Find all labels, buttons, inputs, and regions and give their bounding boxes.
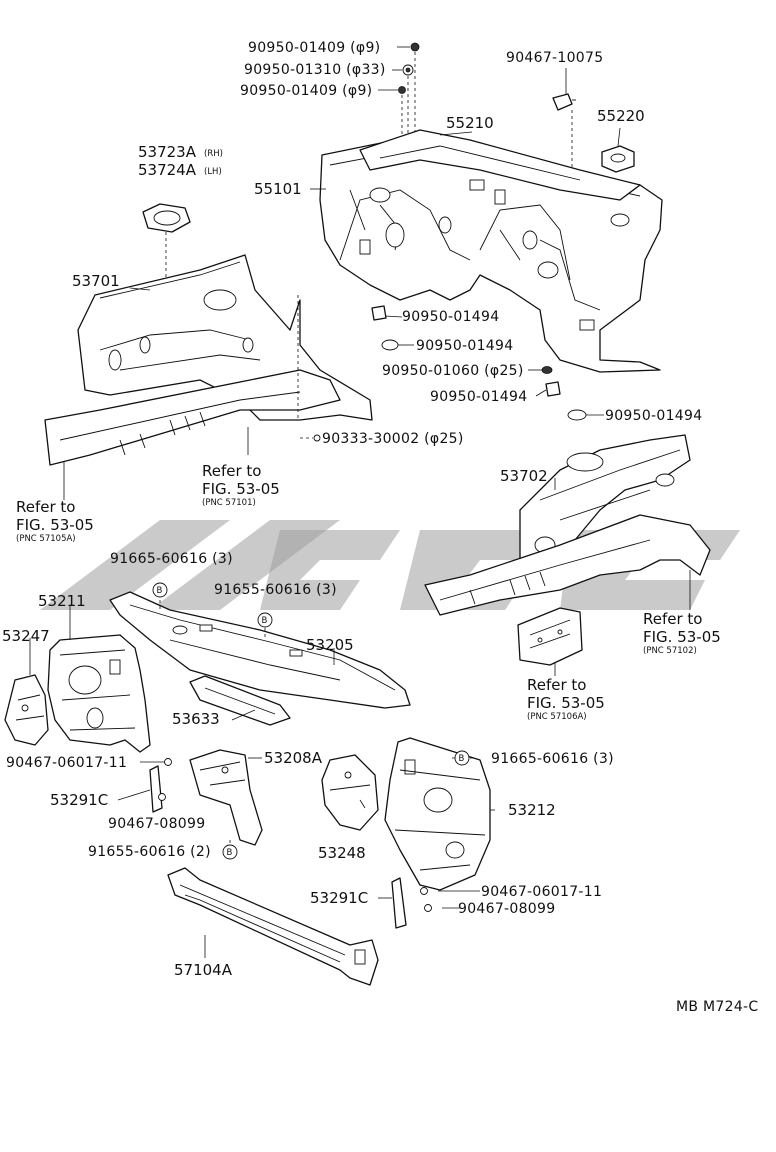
label-53205: 53205 — [306, 636, 354, 654]
ref-57101-line2: FIG. 53-05 — [202, 480, 280, 498]
grommet-90950-01494-c — [545, 381, 561, 397]
label-53291C-rh: 53291C — [310, 889, 368, 907]
label-90467-06017-11-rh: 90467-06017-11 — [481, 884, 602, 900]
label-53724A: 53724A — [138, 161, 197, 179]
plate-reinforcement-rh — [517, 607, 583, 666]
label-91655-60616-b: 91655-60616 (2) — [88, 844, 211, 860]
label-90950-01060: 90950-01060 (φ25) — [382, 363, 524, 379]
ref-57105A-line3: (PNC 57105A) — [16, 534, 76, 544]
ref-57102-line1: Refer to — [643, 610, 702, 628]
bracket-53248 — [321, 754, 379, 831]
bracket-53208A — [189, 749, 263, 846]
label-53211: 53211 — [38, 592, 86, 610]
ref-57102-line2: FIG. 53-05 — [643, 628, 721, 646]
grommet-90950-01494-d — [567, 409, 587, 421]
label-90333-30002: 90333-30002 (φ25) — [322, 431, 464, 447]
label-53248: 53248 — [318, 844, 366, 862]
label-90950-01494-d: 90950-01494 — [605, 408, 702, 424]
callout-B-4: B — [222, 844, 238, 860]
label-55220: 55220 — [597, 107, 645, 125]
label-55210: 55210 — [446, 114, 494, 132]
ref-57105A-line2: FIG. 53-05 — [16, 516, 94, 534]
label-53633: 53633 — [172, 710, 220, 728]
radiator-side-support-53212 — [384, 737, 491, 891]
label-53723A-side: (RH) — [204, 149, 223, 159]
bracket-53291C-rh — [391, 877, 407, 929]
callout-B-3: B — [454, 750, 470, 766]
label-53723A: 53723A — [138, 143, 197, 161]
grommet-90950-01494-a — [371, 305, 387, 321]
screw-90467-06017-11-rh — [420, 887, 428, 895]
screw-90467-08099-rh — [424, 904, 432, 912]
leader-lines — [29, 46, 691, 958]
label-90950-01409-top: 90950-01409 (φ9) — [248, 40, 380, 56]
ref-57101-line3: (PNC 57101) — [202, 498, 256, 508]
label-90950-01494-c: 90950-01494 — [430, 389, 527, 405]
grommet-90950-01409-top — [410, 42, 420, 52]
radiator-support-upper-53205 — [109, 591, 411, 709]
label-53724A-side: (LH) — [204, 167, 222, 177]
grommet-90950-01409-lower — [398, 86, 406, 94]
label-90467-08099-lh: 90467-08099 — [108, 816, 205, 832]
label-90950-01494-b: 90950-01494 — [416, 338, 513, 354]
cowl-panel-55210 — [359, 129, 641, 201]
callout-B-3-text: B — [459, 754, 465, 764]
label-55101: 55101 — [254, 180, 302, 198]
grommet-90950-01310 — [402, 64, 414, 76]
screw-90467-06017-11-lh — [164, 758, 172, 766]
grommet-90950-01060 — [541, 366, 553, 374]
label-90467-10075: 90467-10075 — [506, 50, 603, 66]
clip-90467-10075 — [552, 93, 576, 111]
label-90467-08099-rh: 90467-08099 — [458, 901, 555, 917]
diagram-code: MB M724-C — [676, 999, 758, 1015]
callout-B-1-text: B — [157, 586, 163, 596]
callout-B-2: B — [257, 612, 273, 628]
ref-57101-line1: Refer to — [202, 462, 261, 480]
side-member-front-rh — [424, 514, 711, 616]
label-53291C-lh: 53291C — [50, 791, 108, 809]
side-member-front-lh — [44, 369, 341, 466]
label-90950-01409-lower: 90950-01409 (φ9) — [240, 83, 372, 99]
ref-57106A-line3: (PNC 57106A) — [527, 712, 587, 722]
grommet-90950-01494-b — [381, 339, 399, 351]
bracket-53291C-lh — [149, 765, 163, 813]
bracket-53247 — [4, 674, 49, 746]
label-53247: 53247 — [2, 627, 50, 645]
label-90467-06017-11-lh: 90467-06017-11 — [6, 755, 127, 771]
ref-57106A-line2: FIG. 53-05 — [527, 694, 605, 712]
callout-B-1: B — [152, 582, 168, 598]
plug-55220 — [601, 145, 635, 173]
screw-90467-08099-lh — [158, 793, 166, 801]
label-57104A: 57104A — [174, 961, 233, 979]
label-90950-01310: 90950-01310 (φ33) — [244, 62, 386, 78]
spring-seat-plate-53723A — [142, 203, 191, 233]
label-91665-60616-a: 91665-60616 (3) — [110, 551, 233, 567]
ref-57105A-line1: Refer to — [16, 498, 75, 516]
crossmember-57104A — [167, 867, 379, 986]
brace-53633 — [189, 675, 291, 726]
radiator-side-support-53211 — [47, 634, 151, 753]
label-90950-01494-a: 90950-01494 — [402, 309, 499, 325]
label-91655-60616-a: 91655-60616 (3) — [214, 582, 337, 598]
label-53212: 53212 — [508, 801, 556, 819]
label-53702: 53702 — [500, 467, 548, 485]
callout-B-4-text: B — [227, 848, 233, 858]
ref-57106A-line1: Refer to — [527, 676, 586, 694]
callout-B-2-text: B — [262, 616, 268, 626]
label-91665-60616-b: 91665-60616 (3) — [491, 751, 614, 767]
ref-57102-line3: (PNC 57102) — [643, 646, 697, 656]
label-53208A: 53208A — [264, 749, 323, 767]
label-53701: 53701 — [72, 272, 120, 290]
